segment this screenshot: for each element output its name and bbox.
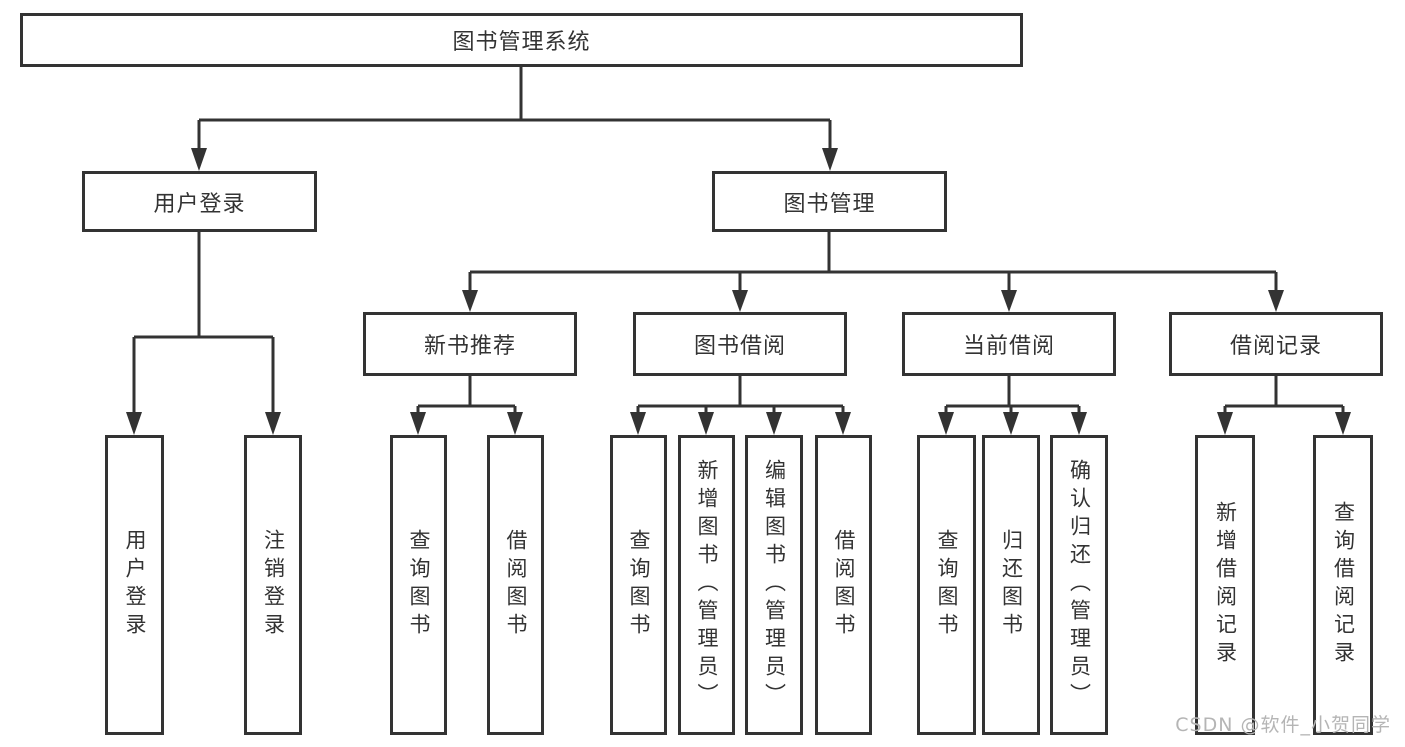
connector-borrow-records [1223,376,1345,414]
leaf-query-borrow-record: 查询借阅记录 [1313,435,1373,735]
leaf-borrow-books-1: 借阅图书 [487,435,544,735]
node-new-book-recommend: 新书推荐 [363,312,577,376]
leaf-user-login-label: 用户登录 [123,529,147,641]
leaf-add-books-admin-label: 新增图书（管理员） [695,459,719,711]
leaf-logout-label: 注销登录 [261,529,286,641]
leaf-user-login: 用户登录 [105,435,164,735]
leaf-confirm-return-admin-label: 确认归还（管理员） [1067,459,1092,711]
node-current-borrow-label: 当前借阅 [962,334,1055,359]
node-current-borrow: 当前借阅 [902,312,1116,376]
node-root: 图书管理系统 [20,13,1023,67]
leaf-borrow-books-1-label: 借阅图书 [504,529,528,641]
leaf-query-books-3-label: 查询图书 [935,529,959,641]
connector-book-mgmt [468,232,1278,292]
leaf-query-books-3: 查询图书 [917,435,976,735]
leaf-confirm-return-admin: 确认归还（管理员） [1050,435,1108,735]
connector-current-borrow [944,376,1081,414]
leaf-query-borrow-record-label: 查询借阅记录 [1331,501,1356,669]
leaf-borrow-books-2: 借阅图书 [815,435,872,735]
leaf-add-borrow-record-label: 新增借阅记录 [1213,501,1238,669]
node-book-borrow-label: 图书借阅 [693,334,786,359]
leaf-return-books-label: 归还图书 [999,529,1024,641]
arrowheads [126,148,1351,435]
leaf-edit-books-admin-label: 编辑图书（管理员） [762,459,787,711]
leaf-add-books-admin: 新增图书（管理员） [678,435,735,735]
connector-root [197,67,832,150]
leaf-query-books-2: 查询图书 [610,435,667,735]
node-root-label: 图书管理系统 [452,30,591,55]
node-new-book-recommend-label: 新书推荐 [423,334,516,359]
connector-book-borrow [636,376,845,414]
node-book-management: 图书管理 [712,171,947,232]
node-user-login-label: 用户登录 [153,191,246,217]
leaf-borrow-books-2-label: 借阅图书 [832,529,856,641]
leaf-query-books-1: 查询图书 [390,435,447,735]
node-borrow-records-label: 借阅记录 [1229,334,1322,359]
leaf-query-books-1-label: 查询图书 [407,529,431,641]
node-book-borrow: 图书借阅 [633,312,847,376]
node-user-login: 用户登录 [82,171,317,232]
leaf-query-books-2-label: 查询图书 [627,529,651,641]
connector-new-books [416,376,517,414]
leaf-edit-books-admin: 编辑图书（管理员） [745,435,803,735]
connector-user-login [132,232,275,414]
leaf-return-books: 归还图书 [982,435,1040,735]
leaf-logout: 注销登录 [244,435,302,735]
node-borrow-records: 借阅记录 [1169,312,1383,376]
node-book-management-label: 图书管理 [783,191,876,217]
leaf-add-borrow-record: 新增借阅记录 [1195,435,1255,735]
csdn-watermark: CSDN @软件_小贺同学 [1175,714,1391,736]
